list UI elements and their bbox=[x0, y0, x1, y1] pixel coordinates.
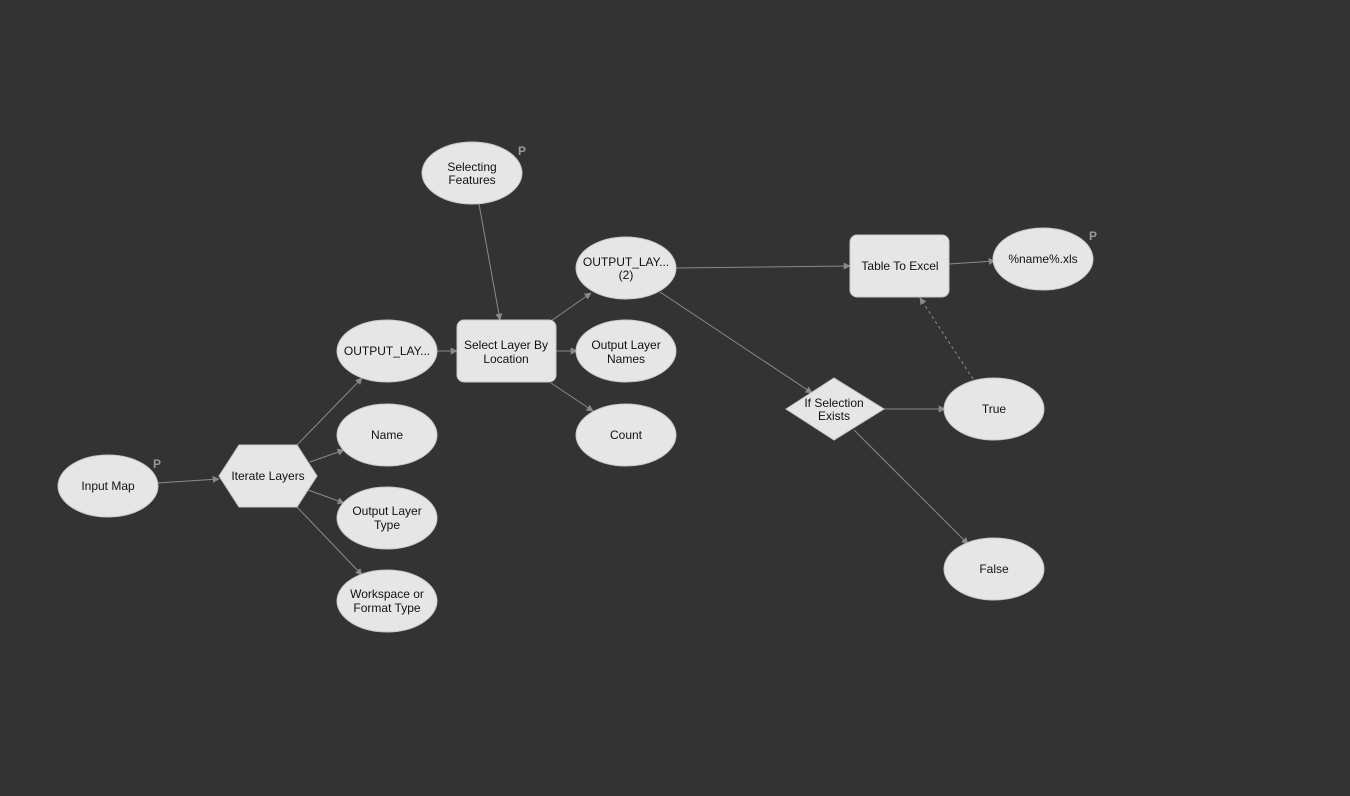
node-output-layer-type[interactable]: Output Layer Type bbox=[336, 486, 438, 550]
edge-selecting-features-to-select-layer bbox=[478, 203, 503, 321]
node-selecting-features[interactable]: Selecting Features P bbox=[421, 141, 526, 205]
node-output-layer-names[interactable]: Output Layer Names bbox=[575, 319, 677, 383]
svg-text:Output Layer: Output Layer bbox=[591, 338, 660, 352]
svg-text:False: False bbox=[979, 562, 1009, 576]
svg-text:Workspace or: Workspace or bbox=[350, 587, 424, 601]
node-workspace-format-type[interactable]: Workspace or Format Type bbox=[336, 569, 438, 633]
parameter-badge: P bbox=[1089, 229, 1097, 243]
edge-table-to-excel-to-name-xls bbox=[948, 257, 996, 265]
svg-text:Location: Location bbox=[483, 352, 528, 366]
svg-text:OUTPUT_LAY...: OUTPUT_LAY... bbox=[344, 344, 430, 358]
svg-text:Format Type: Format Type bbox=[353, 601, 420, 615]
edge-iterate-to-name bbox=[309, 448, 345, 463]
svg-text:Count: Count bbox=[610, 428, 643, 442]
node-iterate-layers[interactable]: Iterate Layers bbox=[218, 444, 318, 508]
svg-text:Type: Type bbox=[374, 518, 400, 532]
node-input-map[interactable]: Input Map P bbox=[57, 454, 161, 518]
parameter-badge: P bbox=[518, 144, 526, 158]
svg-text:Features: Features bbox=[448, 173, 495, 187]
svg-text:Table To Excel: Table To Excel bbox=[861, 259, 938, 273]
parameter-badge: P bbox=[153, 457, 161, 471]
node-name-xls[interactable]: %name%.xls P bbox=[992, 227, 1097, 291]
svg-text:OUTPUT_LAY...: OUTPUT_LAY... bbox=[583, 255, 669, 269]
svg-text:Selecting: Selecting bbox=[447, 160, 496, 174]
svg-text:Input Map: Input Map bbox=[81, 479, 135, 493]
svg-text:Select Layer By: Select Layer By bbox=[464, 338, 548, 352]
node-table-to-excel[interactable]: Table To Excel bbox=[849, 234, 950, 298]
edge-output-lay-2-to-if-selection bbox=[659, 291, 813, 394]
svg-text:Exists: Exists bbox=[818, 409, 850, 423]
svg-text:Name: Name bbox=[371, 428, 403, 442]
svg-text:True: True bbox=[982, 402, 1007, 416]
svg-text:%name%.xls: %name%.xls bbox=[1008, 252, 1077, 266]
node-if-selection-exists[interactable]: If Selection Exists bbox=[785, 377, 885, 441]
node-name[interactable]: Name bbox=[336, 403, 438, 467]
edge-true-to-table-to-excel bbox=[919, 297, 974, 380]
node-false[interactable]: False bbox=[943, 537, 1045, 601]
node-select-layer-by-location[interactable]: Select Layer By Location bbox=[456, 319, 557, 383]
edge-if-selection-to-false bbox=[853, 429, 969, 545]
node-output-lay[interactable]: OUTPUT_LAY... bbox=[336, 319, 438, 383]
node-true[interactable]: True bbox=[943, 377, 1045, 441]
node-count[interactable]: Count bbox=[575, 403, 677, 467]
edge-select-layer-to-output-lay-2 bbox=[550, 292, 592, 322]
edge-output-lay-2-to-table-to-excel bbox=[674, 262, 851, 270]
node-output-lay-2[interactable]: OUTPUT_LAY... (2) bbox=[575, 236, 677, 300]
svg-text:Names: Names bbox=[607, 352, 645, 366]
svg-text:Iterate Layers: Iterate Layers bbox=[231, 469, 304, 483]
edges bbox=[156, 203, 996, 576]
edge-iterate-to-workspace-format bbox=[295, 505, 363, 576]
edge-select-layer-to-count bbox=[550, 382, 594, 412]
svg-text:If Selection: If Selection bbox=[804, 396, 863, 410]
edge-iterate-to-output-lay bbox=[295, 377, 363, 447]
edge-iterate-to-output-layer-type bbox=[307, 489, 345, 505]
svg-text:Output Layer: Output Layer bbox=[352, 504, 421, 518]
edge-input-map-to-iterate-layers bbox=[156, 475, 220, 484]
svg-text:(2): (2) bbox=[619, 268, 634, 282]
